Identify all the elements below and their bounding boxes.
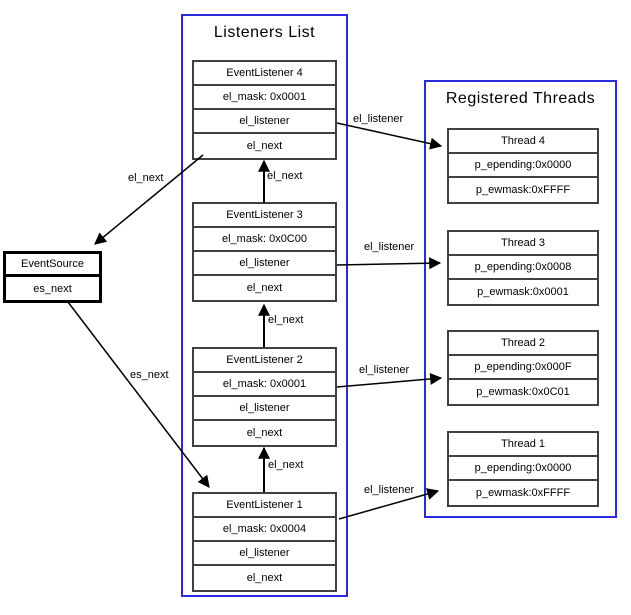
edge-label-el-listener-thread2: el_listener (359, 364, 410, 376)
eventlistener-3-el-listener: el_listener (194, 252, 335, 276)
listeners-list-title: Listeners List (213, 24, 316, 41)
eventlistener-4-el-mask: el_mask: 0x0001 (194, 86, 335, 110)
thread-3-title: Thread 3 (449, 232, 597, 256)
eventlistener-1-el-next: el_next (246, 572, 283, 584)
eventlistener-1-title: EventListener 1 (194, 494, 335, 518)
eventlistener-3-el-next: el_next (246, 282, 283, 294)
eventlistener-2-title: EventListener 2 (194, 349, 335, 373)
eventlistener-3-title: EventListener 3 (194, 204, 335, 228)
eventlistener-1-el-listener: el_listener (194, 542, 335, 566)
eventsource-field-es-next: es_next (33, 282, 72, 295)
eventlistener-4-title: EventListener 4 (194, 62, 335, 86)
eventlistener-2-node: EventListener 2 el_mask: 0x0001 el_liste… (192, 347, 337, 447)
thread-2-p-epending: p_epending:0x000F (449, 356, 597, 380)
thread-2-node: Thread 2 p_epending:0x000F p_ewmask:0x0C… (447, 330, 599, 406)
thread-4-p-epending: p_epending:0x0000 (449, 154, 597, 178)
eventlistener-2-el-mask: el_mask: 0x0001 (194, 373, 335, 397)
eventlistener-4-el-next: el_next (246, 140, 283, 152)
edge-label-el-next-el1-el2: el_next (268, 459, 304, 471)
registered-threads-title: Registered Threads (445, 90, 596, 107)
thread-4-node: Thread 4 p_epending:0x0000 p_ewmask:0xFF… (447, 128, 599, 204)
edge-label-es-next: es_next (130, 369, 169, 381)
eventlistener-2-el-next: el_next (246, 427, 283, 439)
registered-threads-group: Registered Threads (424, 80, 617, 518)
eventlistener-3-node: EventListener 3 el_mask: 0x0C00 el_liste… (192, 202, 337, 302)
thread-4-title: Thread 4 (449, 130, 597, 154)
edge-label-el-listener-thread3: el_listener (364, 241, 415, 253)
edge-label-el-listener-thread4: el_listener (353, 113, 404, 125)
thread-3-node: Thread 3 p_epending:0x0008 p_ewmask:0x00… (447, 230, 599, 306)
edge-label-el-next-el2-el3: el_next (268, 314, 304, 326)
thread-1-p-epending: p_epending:0x0000 (449, 457, 597, 481)
thread-2-title: Thread 2 (449, 332, 597, 356)
thread-3-p-epending: p_epending:0x0008 (449, 256, 597, 280)
edge-label-el-listener-thread1: el_listener (364, 484, 415, 496)
thread-4-p-ewmask: p_ewmask:0xFFFF (475, 184, 571, 196)
eventlistener-1-node: EventListener 1 el_mask: 0x0004 el_liste… (192, 492, 337, 592)
eventlistener-1-el-mask: el_mask: 0x0004 (194, 518, 335, 542)
eventlistener-2-el-listener: el_listener (194, 397, 335, 421)
eventsource-node: EventSource es_next (3, 251, 102, 303)
thread-1-title: Thread 1 (449, 433, 597, 457)
thread-3-p-ewmask: p_ewmask:0x0001 (477, 286, 569, 298)
thread-2-p-ewmask: p_ewmask:0x0C01 (476, 386, 570, 398)
eventlistener-4-el-listener: el_listener (194, 110, 335, 134)
edge-label-el-next-to-source: el_next (128, 172, 164, 184)
eventsource-title: EventSource (6, 254, 99, 277)
edge-label-el-next-el3-el4: el_next (267, 170, 303, 182)
eventlistener-3-el-mask: el_mask: 0x0C00 (194, 228, 335, 252)
eventlistener-4-node: EventListener 4 el_mask: 0x0001 el_liste… (192, 60, 337, 160)
thread-1-node: Thread 1 p_epending:0x0000 p_ewmask:0xFF… (447, 431, 599, 507)
thread-1-p-ewmask: p_ewmask:0xFFFF (475, 487, 571, 499)
